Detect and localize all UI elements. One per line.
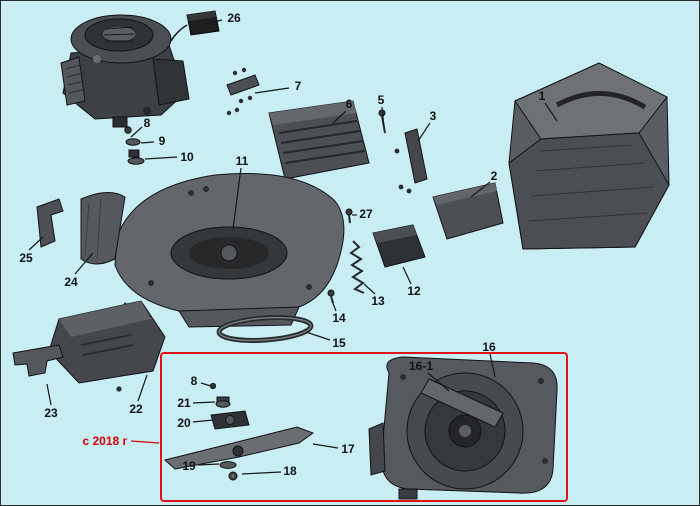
- callout-10-leader-line: [144, 156, 178, 160]
- callout-17-leader-line: [312, 443, 339, 449]
- callout-13-leader-line: [363, 283, 376, 295]
- callout-16-leader-line: [489, 353, 496, 378]
- callout-8-leader-line: [130, 126, 143, 138]
- part-11-deck: [114, 173, 345, 332]
- part-24-side-cover: [80, 192, 126, 265]
- part-8-9-10-fasteners: [124, 126, 145, 165]
- part-6-rear-door: [268, 100, 370, 180]
- part-7-bracket: [226, 67, 260, 116]
- callout-1-leader-line: [544, 102, 558, 122]
- callout-26-leader-line: [205, 19, 223, 25]
- callout-2-leader-line: [470, 181, 491, 198]
- part-12-cover: [372, 224, 426, 268]
- callout-14-leader-line: [331, 300, 337, 312]
- part-18-blade-bolt: [228, 471, 238, 481]
- callout-24-leader-line: [74, 252, 94, 275]
- highlight-box-2018: [160, 352, 568, 502]
- part-21-spacer: [215, 396, 231, 408]
- part-15-belt: [216, 315, 314, 343]
- callout-11-leader-line: [232, 167, 242, 230]
- era-annotation-leader-line: [130, 440, 160, 444]
- callout-6-leader-line: [332, 110, 347, 124]
- callout-15-leader-line: [305, 331, 331, 341]
- part-25-bracket: [36, 198, 64, 248]
- callout-8-blade-bolt-leader-line: [200, 382, 212, 387]
- callout-20-leader-line: [192, 419, 214, 423]
- part-19-washer: [219, 461, 237, 469]
- callout-25-leader-line: [28, 236, 44, 251]
- part-20-blade-adapter: [210, 410, 250, 430]
- callout-12-leader-line: [402, 266, 412, 285]
- callout-7-leader-line: [254, 87, 290, 94]
- callout-16-1-leader-line: [427, 372, 450, 392]
- part-17-blade: [163, 426, 315, 470]
- callout-9-leader-line: [140, 141, 155, 144]
- callout-23-leader-line: [46, 383, 52, 406]
- part-23-front-bracket: [12, 344, 64, 377]
- callout-5-leader-line: [381, 106, 385, 128]
- part-16-housing: [368, 356, 558, 500]
- callout-18-leader-line: [241, 471, 282, 475]
- part-26-module: [170, 10, 220, 42]
- callout-22-leader-line: [137, 374, 148, 402]
- part-27-bolt: [345, 208, 353, 224]
- callout-21-leader-line: [192, 401, 216, 404]
- engine-illustration: [60, 14, 190, 128]
- callout-3-leader-line: [417, 122, 431, 142]
- part-3-bracket: [394, 128, 428, 194]
- part-13-spring: [349, 240, 365, 294]
- callout-19-leader-line: [197, 463, 220, 466]
